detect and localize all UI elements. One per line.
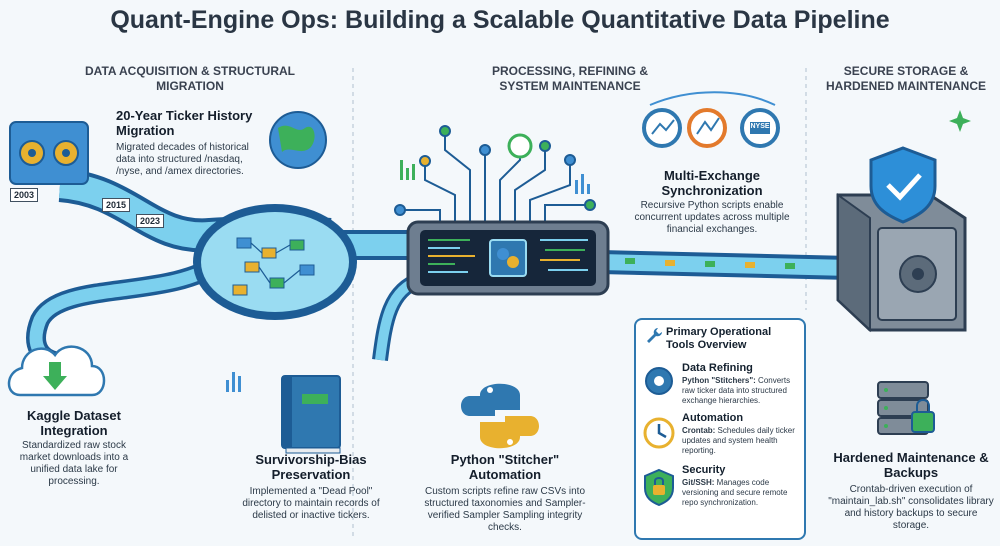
globe-icon: [269, 111, 327, 169]
stitcher-desc: Custom scripts refine raw CSVs into stru…: [424, 486, 586, 533]
nyse-gauge-label: NYSE: [750, 123, 770, 130]
tools-overview-panel: Primary Operational Tools Overview Data …: [634, 318, 806, 540]
ticker-migration-desc: Migrated decades of historical data into…: [116, 142, 249, 177]
year-label-2015: 2015: [102, 198, 131, 212]
multi-exchange-desc: Recursive Python scripts enable concurre…: [634, 200, 790, 235]
page-title: Quant-Engine Ops: Building a Scalable Qu…: [110, 6, 890, 34]
section-header-processing: PROCESSING, REFINING & SYSTEM MAINTENANC…: [491, 64, 649, 93]
survivorship-title: Survivorship-Bias Preservation: [255, 452, 367, 482]
section-header-storage: SECURE STORAGE & HARDENED MAINTENANCE: [825, 64, 986, 93]
tool-name-security: Security: [682, 464, 726, 476]
server-stack-icon: [877, 381, 935, 435]
year-label-2003: 2003: [10, 188, 39, 202]
python-logo-icon: [461, 383, 539, 449]
tool-desc-refining: Python "Stitchers": Converts raw ticker …: [682, 376, 791, 405]
film-reel-icon: [9, 121, 89, 185]
ticker-migration-title: 20-Year Ticker History Migration: [116, 108, 253, 138]
year-label-2023: 2023: [136, 214, 165, 228]
processor-machine: [406, 220, 610, 296]
stitcher-title: Python "Stitcher" Automation: [450, 452, 560, 482]
tool-desc-security: Git/SSH: Manages code versioning and sec…: [682, 478, 788, 507]
multi-exchange-title: Multi-Exchange Synchronization: [661, 168, 763, 198]
gear-icon: [645, 367, 673, 395]
section-header-acquisition: DATA ACQUISITION & STRUCTURAL MIGRATION: [85, 64, 295, 93]
survivorship-desc: Implemented a "Dead Pool" directory to m…: [242, 486, 380, 521]
hardened-title: Hardened Maintenance & Backups: [833, 450, 989, 480]
trend-chart-icon: [226, 372, 241, 392]
shield-icon: [869, 146, 937, 224]
tool-desc-automation: Crontab: Schedules daily ticker updates …: [682, 426, 795, 455]
exchange-gauges: [642, 91, 780, 148]
kaggle-desc: Standardized raw stock market downloads …: [19, 440, 129, 487]
tool-name-refining: Data Refining: [682, 362, 753, 374]
vault-safe: [836, 193, 967, 333]
clock-icon: [643, 417, 675, 449]
tools-overview-title: Primary Operational Tools Overview: [666, 326, 772, 351]
hardened-desc: Crontab-driven execution of "maintain_la…: [828, 484, 994, 531]
wrench-icon: [647, 328, 662, 343]
kaggle-title: Kaggle Dataset Integration: [27, 408, 121, 438]
data-lake-hub: [193, 204, 357, 320]
book-icon: [281, 375, 341, 454]
tool-name-automation: Automation: [682, 412, 744, 424]
sparkle-icon: [949, 110, 971, 132]
cloud-download-icon: [7, 345, 106, 397]
lock-shield-icon: [644, 468, 674, 506]
circuit-tree: [405, 135, 585, 225]
